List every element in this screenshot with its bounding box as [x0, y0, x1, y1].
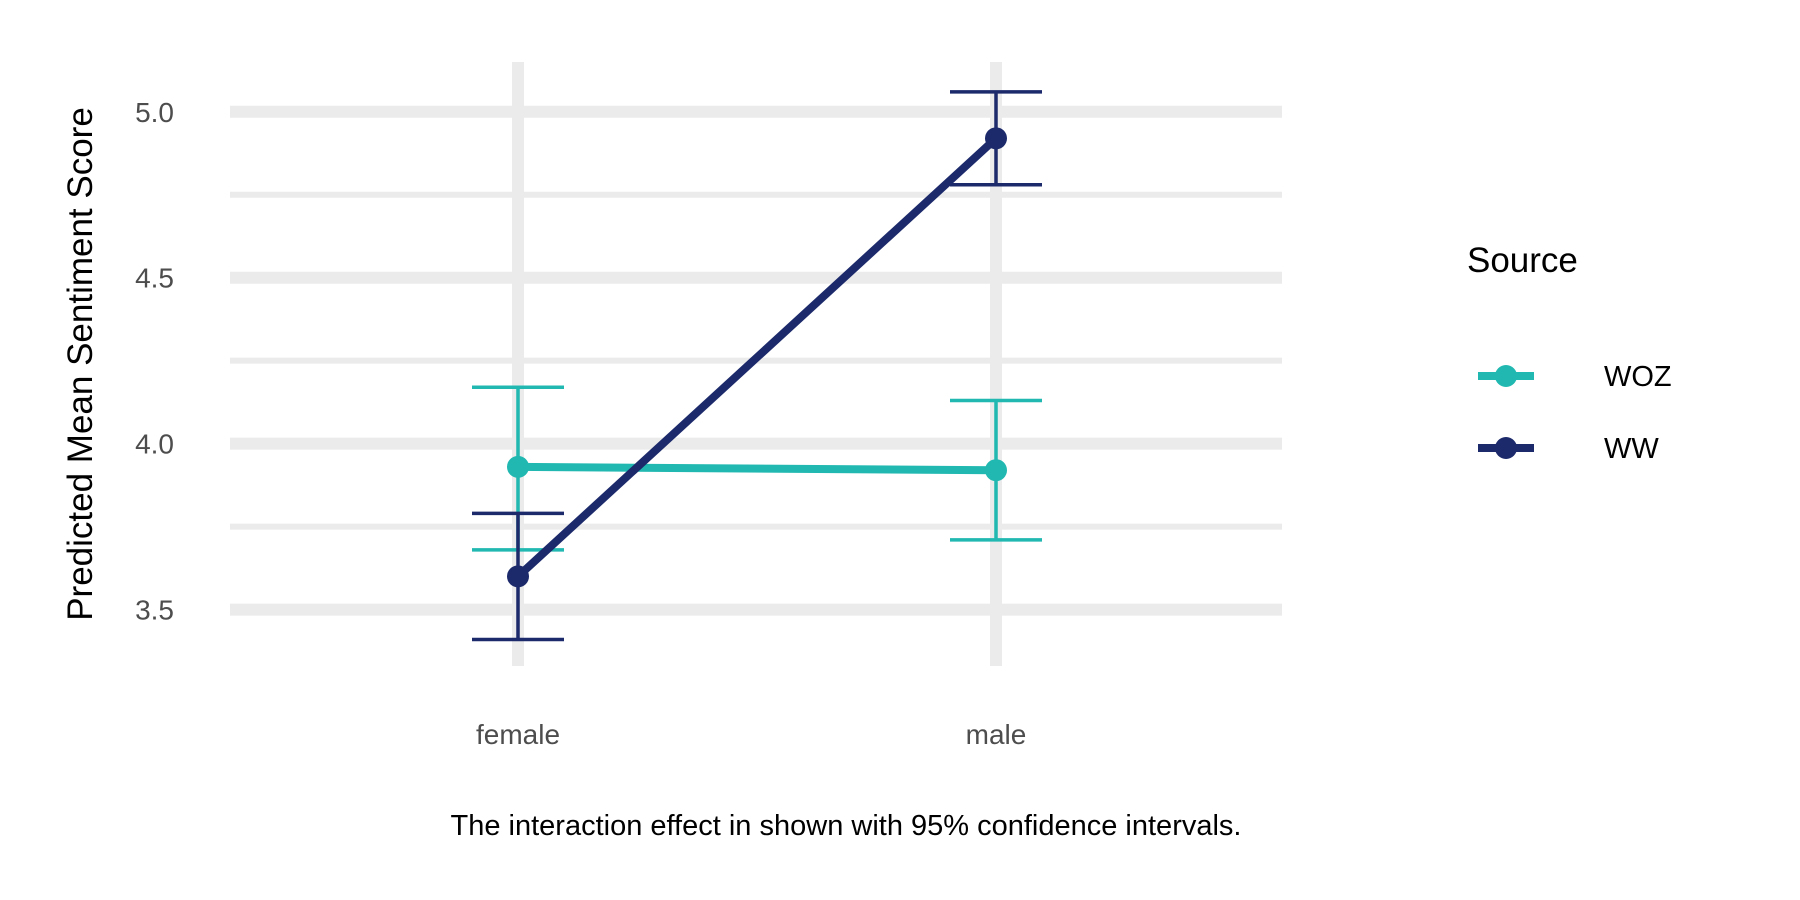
- series-layer: [472, 90, 1042, 642]
- y-tick-label: 4.5: [135, 263, 174, 294]
- x-tick-label: male: [966, 719, 1027, 750]
- y-axis-title: Predicted Mean Sentiment Score: [61, 107, 100, 621]
- legend-item-ww: WW: [1478, 433, 1659, 465]
- legend-label: WW: [1604, 433, 1659, 465]
- data-point: [507, 455, 529, 478]
- legend-item-woz: WOZ: [1478, 361, 1672, 393]
- data-point: [507, 565, 529, 588]
- y-tick-label: 4.0: [135, 429, 174, 460]
- legend-title: Source: [1467, 241, 1578, 280]
- legend-label: WOZ: [1604, 361, 1672, 393]
- legend: Source WOZ WW: [1467, 241, 1672, 465]
- legend-key-point: [1495, 365, 1517, 387]
- series-ww: [472, 90, 1042, 642]
- y-tick-label: 3.5: [135, 595, 174, 626]
- series-woz: [472, 385, 1042, 552]
- data-point: [985, 127, 1007, 150]
- y-tick-labels: 3.5 4.0 4.5 5.0: [135, 97, 174, 626]
- series-line: [514, 134, 1000, 581]
- series-line: [514, 462, 1000, 475]
- x-tick-labels: female male: [476, 719, 1026, 750]
- y-tick-label: 5.0: [135, 97, 174, 128]
- legend-items: WOZ WW: [1478, 361, 1672, 465]
- legend-key-point: [1495, 437, 1517, 459]
- x-tick-label: female: [476, 719, 560, 750]
- chart-caption: The interaction effect in shown with 95%…: [451, 810, 1242, 842]
- grid-layer: [230, 62, 1282, 666]
- data-point: [985, 459, 1007, 482]
